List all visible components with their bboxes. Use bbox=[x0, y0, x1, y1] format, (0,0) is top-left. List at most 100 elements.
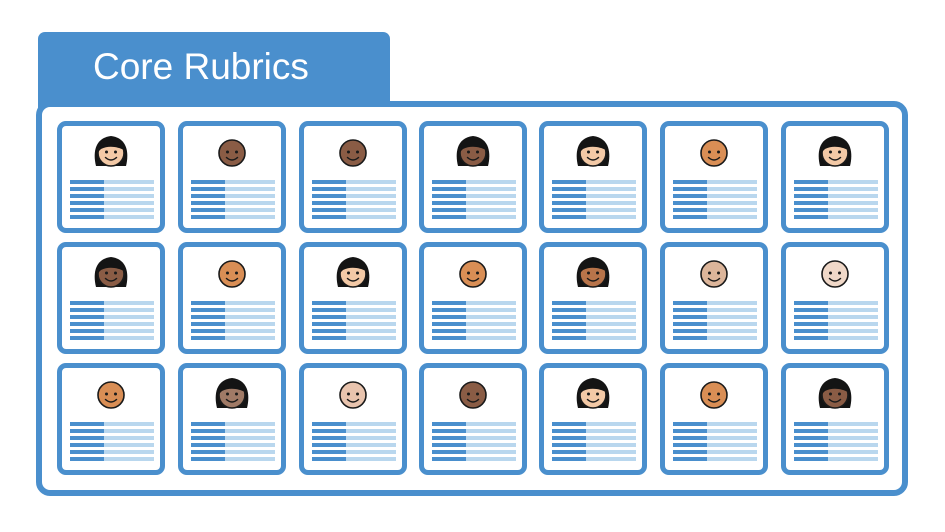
rubric-line bbox=[191, 308, 275, 312]
rubric-line bbox=[312, 308, 396, 312]
rubric-lines bbox=[70, 422, 154, 464]
profile-card bbox=[299, 363, 407, 475]
rubric-line bbox=[552, 215, 636, 219]
profile-card bbox=[299, 121, 407, 233]
rubric-line bbox=[552, 443, 636, 447]
rubric-line bbox=[432, 308, 516, 312]
person-face-icon bbox=[339, 139, 367, 167]
rubric-line bbox=[312, 322, 396, 326]
rubric-line bbox=[70, 436, 154, 440]
rubric-line bbox=[432, 215, 516, 219]
rubric-line bbox=[552, 201, 636, 205]
profile-card bbox=[419, 121, 527, 233]
rubric-line bbox=[673, 180, 757, 184]
rubric-line bbox=[673, 315, 757, 319]
person-face-icon bbox=[459, 260, 487, 288]
profile-card bbox=[660, 121, 768, 233]
rubric-line bbox=[191, 315, 275, 319]
rubric-line bbox=[191, 329, 275, 333]
rubric-line bbox=[673, 308, 757, 312]
rubric-line bbox=[794, 329, 878, 333]
rubric-line bbox=[552, 422, 636, 426]
rubric-line bbox=[312, 443, 396, 447]
rubric-lines bbox=[673, 301, 757, 343]
rubric-line bbox=[673, 443, 757, 447]
profile-card bbox=[178, 363, 286, 475]
rubric-line bbox=[312, 194, 396, 198]
rubric-line bbox=[312, 180, 396, 184]
rubric-line bbox=[552, 457, 636, 461]
rubric-lines bbox=[191, 301, 275, 343]
rubric-line bbox=[432, 429, 516, 433]
rubric-lines bbox=[312, 422, 396, 464]
rubric-line bbox=[191, 208, 275, 212]
rubric-lines bbox=[673, 422, 757, 464]
rubric-line bbox=[70, 187, 154, 191]
profile-card bbox=[178, 121, 286, 233]
rubric-line bbox=[70, 180, 154, 184]
profile-card bbox=[781, 363, 889, 475]
profile-card bbox=[660, 242, 768, 354]
rubric-lines bbox=[552, 301, 636, 343]
profile-card bbox=[178, 242, 286, 354]
rubric-line bbox=[794, 215, 878, 219]
rubric-line bbox=[70, 201, 154, 205]
rubric-line bbox=[70, 429, 154, 433]
profile-card bbox=[419, 242, 527, 354]
rubric-lines bbox=[552, 180, 636, 222]
rubric-line bbox=[312, 201, 396, 205]
rubric-line bbox=[191, 322, 275, 326]
rubric-line bbox=[70, 336, 154, 340]
rubric-line bbox=[312, 422, 396, 426]
rubric-line bbox=[552, 180, 636, 184]
rubric-line bbox=[794, 201, 878, 205]
rubric-line bbox=[432, 194, 516, 198]
rubric-line bbox=[673, 201, 757, 205]
profile-card bbox=[57, 363, 165, 475]
rubric-line bbox=[191, 450, 275, 454]
rubric-line bbox=[552, 301, 636, 305]
profile-card bbox=[781, 242, 889, 354]
person-face-icon bbox=[218, 260, 246, 288]
person-face-icon bbox=[700, 260, 728, 288]
rubric-lines bbox=[70, 180, 154, 222]
rubric-line bbox=[432, 450, 516, 454]
person-face-icon bbox=[339, 381, 367, 409]
rubric-line bbox=[673, 429, 757, 433]
rubric-line bbox=[552, 315, 636, 319]
rubric-line bbox=[312, 329, 396, 333]
rubric-line bbox=[312, 301, 396, 305]
rubric-line bbox=[673, 208, 757, 212]
rubric-line bbox=[312, 187, 396, 191]
rubric-line bbox=[312, 436, 396, 440]
rubric-lines bbox=[673, 180, 757, 222]
rubric-line bbox=[70, 208, 154, 212]
rubric-line bbox=[191, 187, 275, 191]
rubric-line bbox=[552, 194, 636, 198]
rubric-line bbox=[794, 422, 878, 426]
person-face-icon bbox=[818, 136, 852, 167]
person-face-icon bbox=[818, 378, 852, 409]
profile-card bbox=[419, 363, 527, 475]
rubric-line bbox=[794, 429, 878, 433]
rubric-line bbox=[552, 429, 636, 433]
rubric-line bbox=[432, 436, 516, 440]
rubric-line bbox=[70, 315, 154, 319]
rubric-line bbox=[191, 436, 275, 440]
rubric-line bbox=[312, 457, 396, 461]
rubric-lines bbox=[432, 422, 516, 464]
rubric-line bbox=[673, 336, 757, 340]
rubric-line bbox=[312, 315, 396, 319]
person-face-icon bbox=[94, 257, 128, 288]
rubric-line bbox=[432, 187, 516, 191]
rubric-line bbox=[191, 429, 275, 433]
profile-card bbox=[299, 242, 407, 354]
rubric-line bbox=[432, 315, 516, 319]
rubric-line bbox=[673, 215, 757, 219]
profile-card bbox=[660, 363, 768, 475]
rubric-line bbox=[70, 322, 154, 326]
rubric-line bbox=[432, 329, 516, 333]
rubric-line bbox=[191, 194, 275, 198]
rubric-line bbox=[191, 180, 275, 184]
